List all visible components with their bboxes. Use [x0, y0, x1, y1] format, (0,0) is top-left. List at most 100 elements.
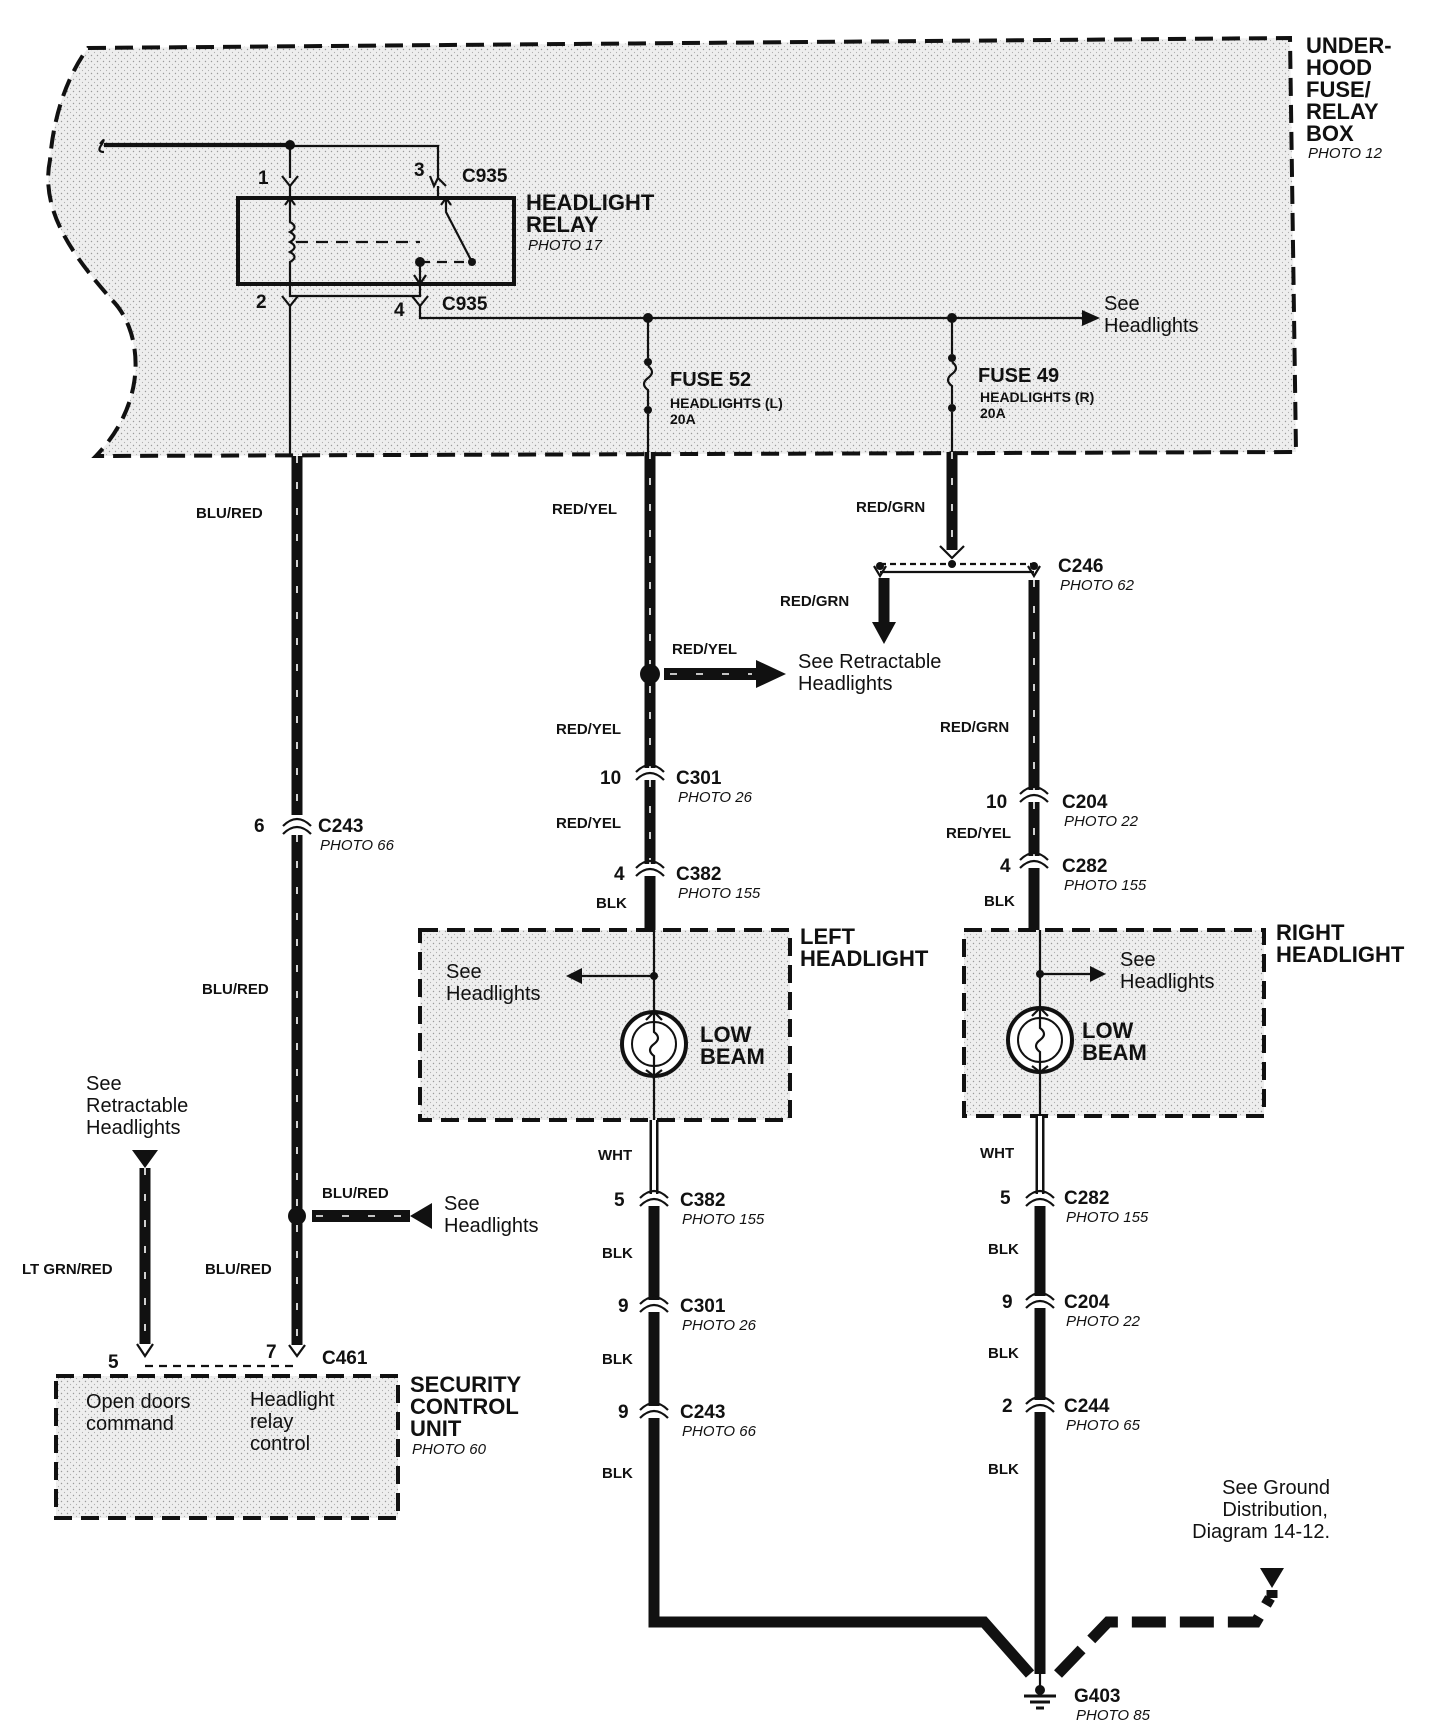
c282-pin-5: 5: [1000, 1188, 1011, 1209]
relay-connector-bottom: C935: [442, 294, 488, 315]
wire-label-blk-left-4: BLK: [602, 1465, 633, 1482]
lt-grn-red-wire: See Retractable Headlights LT GRN/RED: [22, 1073, 188, 1358]
scu-terminal-right-2: relay: [250, 1411, 293, 1433]
ground-ref-2: Distribution,: [1222, 1499, 1328, 1521]
svg-text:RIGHT: RIGHT: [1276, 920, 1345, 945]
see-headlights-blu-1: See: [444, 1193, 480, 1215]
c244-pin-2: 2: [1002, 1396, 1013, 1417]
left-headlight-title-1: LEFT: [800, 924, 856, 949]
wire-label-blu-red-3: BLU/RED: [205, 1261, 272, 1278]
wire-label-blk-right-2: BLK: [988, 1241, 1019, 1258]
fuse-box-title-4: RELAY: [1306, 99, 1379, 124]
ground-g403: G403 PHOTO 85 See Ground Distribution, D…: [1024, 1477, 1330, 1724]
c282-pin-4: 4: [1000, 856, 1011, 877]
wire-label-blk-right-4: BLK: [988, 1461, 1019, 1478]
svg-text:LOW: LOW: [1082, 1018, 1134, 1043]
svg-text:CONTROL: CONTROL: [410, 1394, 519, 1419]
c244-photo: PHOTO 65: [1066, 1417, 1141, 1434]
relay-photo: PHOTO 17: [528, 237, 603, 254]
relay-title-2: RELAY: [526, 212, 599, 237]
svg-text:BEAM: BEAM: [1082, 1040, 1147, 1065]
ground-ref-1: See Ground: [1222, 1477, 1330, 1499]
wire-label-wht-right: WHT: [980, 1145, 1014, 1162]
relay-pin-1: 1: [258, 168, 269, 189]
c204-pin-9: 9: [1002, 1292, 1013, 1313]
c301-name-bottom: C301: [680, 1296, 726, 1317]
wire-label-red-grn-3: RED/GRN: [940, 719, 1009, 736]
see-retractable-2: Headlights: [798, 673, 893, 695]
c243-name-left: C243: [318, 816, 363, 837]
svg-text:See: See: [86, 1073, 122, 1095]
c204-name-top: C204: [1062, 792, 1108, 813]
fuse-49-rating: 20A: [980, 405, 1006, 421]
see-headlights-left-2: Headlights: [446, 983, 541, 1005]
svg-text:FUSE/: FUSE/: [1306, 77, 1371, 102]
svg-text:Headlights: Headlights: [446, 983, 541, 1005]
left-bulb-label-1: LOW: [700, 1022, 752, 1047]
c301-name-top: C301: [676, 768, 722, 789]
relay-title-1: HEADLIGHT: [526, 190, 655, 215]
svg-text:BEAM: BEAM: [700, 1044, 765, 1069]
fuse-box-photo: PHOTO 12: [1308, 145, 1383, 162]
left-headlight: See Headlights LOW BEAM LEFT HEADLIGHT: [418, 924, 929, 1122]
left-headlight-circuit: RED/YEL RED/YEL See Retractable Headligh…: [552, 452, 941, 930]
blu-red-wire: BLU/RED 6 C243 PHOTO 66 BLU/RED BLU/RED: [196, 306, 395, 1358]
right-bulb-label-1: LOW: [1082, 1018, 1134, 1043]
fuse-49: FUSE 49 HEADLIGHTS (R) 20A: [946, 313, 1094, 452]
relay-pin-3: 3: [414, 160, 425, 181]
fuse-box-title-1: UNDER-: [1306, 33, 1392, 58]
right-bulb-label-2: BEAM: [1082, 1040, 1147, 1065]
scu-title-2: CONTROL: [410, 1394, 519, 1419]
right-headlight-circuit: RED/GRN C246 PHOTO 62 RED/GRN RED/GRN 10…: [780, 452, 1147, 930]
c243-name-right: C243: [680, 1402, 725, 1423]
svg-text:See: See: [446, 961, 482, 983]
wire-label-red-yel-splice: RED/YEL: [672, 641, 737, 658]
svg-text:HEADLIGHT: HEADLIGHT: [1276, 942, 1405, 967]
wire-label-red-yel-right: RED/YEL: [946, 825, 1011, 842]
svg-text:See: See: [444, 1193, 480, 1215]
svg-text:Headlights: Headlights: [86, 1117, 181, 1139]
scu-terminal-right-1: Headlight: [250, 1389, 335, 1411]
relay-pin-2: 2: [256, 292, 267, 313]
svg-text:UNIT: UNIT: [410, 1416, 462, 1441]
wire-label-red-yel-1: RED/YEL: [552, 501, 617, 518]
see-headlights-left-1: See: [446, 961, 482, 983]
wire-label-red-grn-1: RED/GRN: [856, 499, 925, 516]
c282-photo-bottom: PHOTO 155: [1066, 1209, 1149, 1226]
svg-text:Retractable: Retractable: [86, 1095, 188, 1117]
c382-photo-top: PHOTO 155: [678, 885, 761, 902]
svg-text:HOOD: HOOD: [1306, 55, 1372, 80]
wire-label-blk-right-1: BLK: [984, 893, 1015, 910]
svg-text:RELAY: RELAY: [526, 212, 599, 237]
c246-photo: PHOTO 62: [1060, 577, 1135, 594]
fuse-box-title-2: HOOD: [1306, 55, 1372, 80]
c282-photo-top: PHOTO 155: [1064, 877, 1147, 894]
g403-photo: PHOTO 85: [1076, 1707, 1151, 1724]
wire-label-blu-red-2: BLU/RED: [202, 981, 269, 998]
c243-photo-right: PHOTO 66: [682, 1423, 757, 1440]
svg-text:See Ground: See Ground: [1222, 1477, 1330, 1499]
c204-photo-bottom: PHOTO 22: [1066, 1313, 1141, 1330]
fuse-52-name: FUSE 52: [670, 369, 751, 391]
scu-terminal-right-3: control: [250, 1433, 310, 1455]
c382-name-bottom: C382: [680, 1190, 725, 1211]
c382-pin-4: 4: [614, 864, 625, 885]
svg-text:HEADLIGHT: HEADLIGHT: [526, 190, 655, 215]
svg-text:command: command: [86, 1413, 174, 1435]
svg-text:Headlights: Headlights: [798, 673, 893, 695]
c461-name: C461: [322, 1348, 368, 1369]
svg-text:SECURITY: SECURITY: [410, 1372, 522, 1397]
c301-photo-bottom: PHOTO 26: [682, 1317, 757, 1334]
right-headlight-title-2: HEADLIGHT: [1276, 942, 1405, 967]
svg-text:Headlights: Headlights: [444, 1215, 539, 1237]
see-headlights-blu-2: Headlights: [444, 1215, 539, 1237]
see-headlights-right-1: See: [1120, 949, 1156, 971]
right-headlight-title-1: RIGHT: [1276, 920, 1345, 945]
svg-text:Headlight: Headlight: [250, 1389, 335, 1411]
scu-photo: PHOTO 60: [412, 1441, 487, 1458]
scu-title-3: UNIT: [410, 1416, 462, 1441]
svg-text:BOX: BOX: [1306, 121, 1354, 146]
splice-blu-red-see-headlights: BLU/RED See Headlights: [312, 1185, 539, 1237]
c204-pin-10: 10: [986, 792, 1007, 813]
